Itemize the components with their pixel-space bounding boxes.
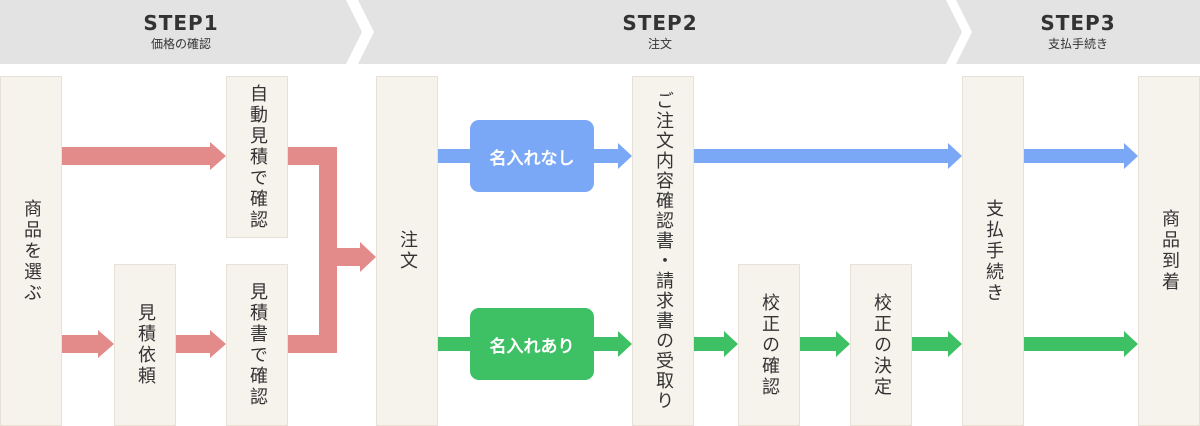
step-1-subtitle: 価格の確認 (150, 37, 211, 51)
arrow-payment-to-arrival-bottom (1024, 331, 1138, 357)
pill-with-name: 名入れあり (470, 308, 594, 380)
step-3-title: STEP3 (1040, 11, 1116, 35)
box-order-confirm: ご注文内容確認書・請求書の受取り (632, 76, 694, 426)
step-3: STEP3 支払手続き (956, 0, 1200, 64)
box-order-label: 注文 (397, 230, 418, 272)
box-arrival-label: 商品到着 (1159, 209, 1180, 293)
step-header: STEP1 価格の確認 STEP2 注文 STEP3 支払手続き (0, 0, 1200, 64)
box-quote-doc-label: 見積書で確認 (247, 282, 268, 408)
arrow-order-to-no-name (438, 149, 470, 163)
box-proof-decide-label: 校正の決定 (871, 292, 892, 398)
box-select-product-label: 商品を選ぶ (21, 198, 42, 304)
blue-arrows (438, 143, 1138, 169)
step-1-chevron (0, 0, 362, 64)
arrow-confirm-to-payment-top (694, 143, 962, 169)
box-request-quote-label: 見積依頼 (135, 303, 156, 387)
box-payment: 支払手続き (962, 76, 1024, 426)
box-proof-decide: 校正の決定 (850, 264, 912, 426)
box-auto-quote-label: 自動見積で確認 (247, 83, 268, 231)
box-quote-doc: 見積書で確認 (226, 264, 288, 426)
step-1-title: STEP1 (143, 11, 219, 35)
arrow-order-to-with-name (438, 337, 470, 351)
arrow-proof-check-to-decide (800, 331, 850, 357)
box-proof-check: 校正の確認 (738, 264, 800, 426)
box-proof-check-label: 校正の確認 (759, 292, 780, 398)
arrow-select-to-auto-quote (62, 142, 226, 170)
arrow-no-name-to-confirm (594, 143, 632, 169)
box-auto-quote: 自動見積で確認 (226, 76, 288, 238)
red-arrows (62, 142, 376, 358)
arrow-confirm-to-proof-check (694, 331, 738, 357)
arrow-payment-to-arrival-top (1024, 143, 1138, 169)
pill-no-name-label: 名入れなし (489, 148, 575, 169)
step-3-chevron (956, 0, 1200, 64)
green-arrows (438, 331, 1138, 357)
pill-with-name-label: 名入れあり (489, 336, 575, 357)
box-select-product: 商品を選ぶ (0, 76, 62, 426)
pill-no-name: 名入れなし (470, 120, 594, 192)
step-2-subtitle: 注文 (647, 37, 672, 51)
step-2: STEP2 注文 (358, 0, 962, 64)
step-2-title: STEP2 (622, 11, 698, 35)
step-2-chevron (358, 0, 962, 64)
arrow-select-to-request (62, 330, 114, 358)
box-order-confirm-label: ご注文内容確認書・請求書の受取り (653, 91, 674, 411)
step-1: STEP1 価格の確認 (0, 0, 362, 64)
arrow-decide-to-payment (912, 331, 962, 357)
arrow-merge-vertical (319, 147, 337, 353)
box-request-quote: 見積依頼 (114, 264, 176, 426)
box-arrival: 商品到着 (1138, 76, 1200, 426)
step-3-subtitle: 支払手続き (1047, 37, 1108, 51)
arrow-request-to-quote-doc (176, 330, 226, 358)
arrow-merge-to-order (337, 242, 376, 272)
box-payment-label: 支払手続き (983, 198, 1004, 304)
box-order: 注文 (376, 76, 438, 426)
arrow-with-name-to-confirm (594, 331, 632, 357)
